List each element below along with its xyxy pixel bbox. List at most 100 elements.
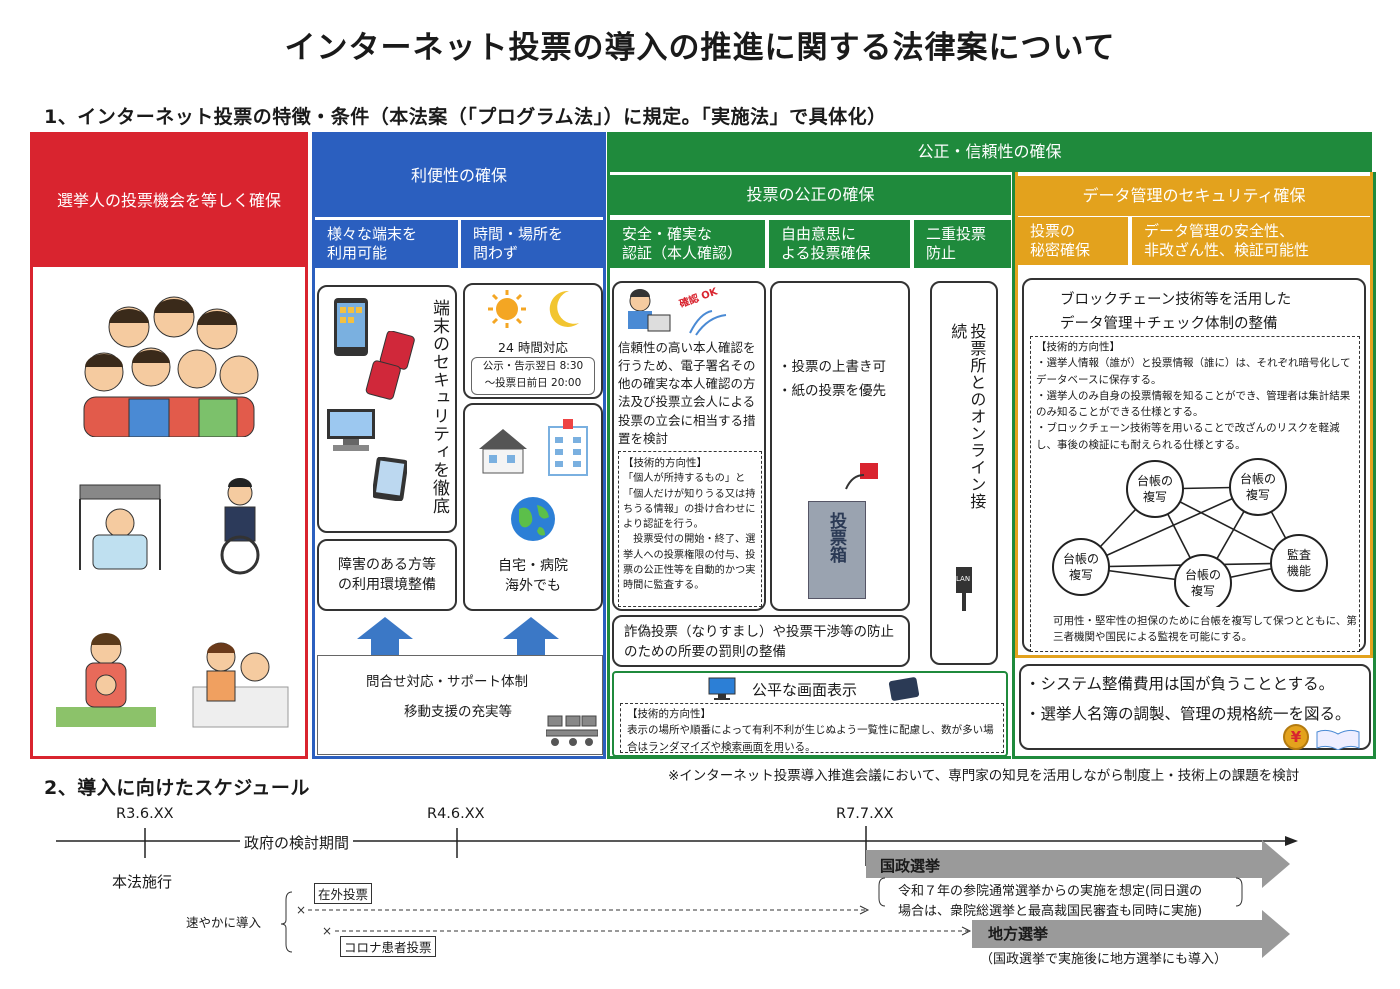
monitor-icon [708,677,736,700]
green-header-label: 投票の公正の確保 [746,184,875,204]
yellow-sub-secret-label: 投票の 秘密確保 [1030,221,1091,260]
overseas-cross-mark: × [296,903,306,917]
free-paper-priority: ・紙の投票を優先 [778,383,886,399]
hospital-bed-illustration [79,484,161,570]
date-r4: R4.6.XX [427,806,485,822]
national-note-line1: 令和７年の参院通常選挙からの実施を想定(同日選の [898,880,1203,899]
availability-text: 可用性・堅牢性の担保のために台帳を複写して保つとともに、第三者機関や国民による監… [1053,615,1357,644]
hours-line2: ～投票日前日 20:00 [484,376,582,389]
lan-cable-icon [956,567,972,611]
national-note-line2: 場合は、衆院総選挙と最高裁国民審査も同時に実施) [898,900,1203,919]
sun-icon [488,290,526,328]
green-sub-free-label: 自由意思に よる投票確保 [781,224,871,263]
auth-tech-text: 「個人が所持するもの」と「個人だけが知りうる又は持ちうる情報」の掛け合わせにより… [623,473,756,592]
yen-coin-icon: ¥ [1283,724,1309,750]
hours-panel: 24 時間対応 公示・告示翌日 8:30 ～投票日前日 20:00 [463,283,603,399]
ledger-node-2-line2: 複写 [1246,487,1270,502]
hours-line1: 公示・告示翌日 8:30 [482,360,584,372]
blue-sub-devices-label: 様々な端末を 利用可能 [327,224,418,263]
parent-child-illustration [56,633,156,727]
covid-vote-label: コロナ患者投票 [340,936,436,957]
yellow-header-label: データ管理のセキュリティ確保 [1082,185,1306,205]
local-election-label: 地方選挙 [988,925,1049,943]
auth-panel: 確認 OK 信頼性の高い本人確認を行うため、電子署名その他の確実な本人確認の方法… [612,281,766,611]
yellow-sub-data: データ管理の安全性、 非改ざん性、検証可能性 [1132,217,1370,265]
tablet-icon [373,457,407,501]
local-note: （国政選挙で実施後に地方選挙にも導入） [980,952,1228,967]
flip-phone-icon [365,331,415,400]
fair-tech-box: 【技術的方向性】 表示の場所や順番によって有利不利が生じぬよう一覧性に配慮し、数… [620,703,1004,753]
fairness-banner-label: 公正・信頼性の確保 [917,141,1062,161]
sound-wave-icon [689,310,727,336]
hand-ballot-icon [845,463,878,490]
enactment-label: 本法施行 [112,873,173,891]
ledger-node-4-line2: 複写 [1191,583,1215,598]
green-sub-auth: 安全・確実な 認証（本人確認） [610,220,765,268]
quick-intro-label: 速やかに導入 [186,915,262,930]
hours-range-box: 公示・告示翌日 8:30 ～投票日前日 20:00 [471,357,595,395]
blockchain-tech-box: 【技術的方向性】 ・選挙人情報（誰が）と投票情報（誰に）は、それぞれ暗号化してデ… [1030,336,1360,652]
cost-line1: ・システム整備費用は国が負うこととする。 [1025,675,1335,693]
yellow-header: データ管理のセキュリティ確保 [1018,176,1370,216]
section-1-heading: 1、インターネット投票の特徴・条件（本法案（「プログラム法」）に規定。「実施法」… [44,106,887,128]
audit-node-line2: 機能 [1287,563,1311,578]
fair-display-panel: 公平な画面表示 【技術的方向性】 表示の場所や順番によって有利不利が生じぬよう一… [612,671,1008,757]
moon-icon [549,290,579,327]
cost-line2: ・選挙人名簿の調製、管理の規格統一を図る。 [1025,705,1351,723]
ledger-node-1-line1: 台帳の [1137,473,1173,488]
blue-sub-devices: 様々な端末を 利用可能 [315,220,458,268]
red-header: 選挙人の投票機会を等しく確保 [33,135,305,267]
open-book-icon [1316,729,1360,750]
lan-label: LAN [956,575,971,583]
green-sub-free: 自由意思に よる投票確保 [769,220,910,268]
overseas-vote-label: 在外投票 [314,883,373,904]
ledger-node-2-line1: 台帳の [1240,471,1276,486]
blockchain-panel: ブロックチェーン技術等を活用した データ管理＋チェック体制の整備 【技術的方向性… [1022,278,1366,652]
blockchain-tech-item-2: ・選挙人のみ自身の投票情報を知ることができ、管理者は集計結果のみ知ることができる… [1036,389,1351,419]
support-line2: 移動支援の充実等 [404,704,512,720]
schedule-timeline: × × [56,826,1298,958]
blue-sub-anywhere: 時間・場所を 問わず [461,220,603,268]
green-sub-double: 二重投票 防止 [914,220,1011,268]
blue-sub-anywhere-label: 時間・場所を 問わず [473,224,564,263]
smartphone-icon [334,298,368,356]
voter-pc-icon [628,289,671,332]
crowd-illustration [83,296,259,437]
auth-tech-label: 【技術的方向性】 [623,457,707,469]
ballot-box-label: 投票箱 [826,512,846,563]
yellow-inner: データ管理のセキュリティ確保 投票の 秘密確保 データ管理の安全性、 非改ざん性… [1015,172,1373,658]
ledger-node-1-line2: 複写 [1143,489,1167,504]
footnote: ※インターネット投票導入推進会議において、専門家の知見を活用しながら制度上・技術… [668,768,1300,784]
ledger-node-3-line2: 複写 [1069,567,1093,582]
free-will-panel: ・投票の上書き可 ・紙の投票を優先 投票箱 [770,281,910,611]
blue-column: 利便性の確保 様々な端末を 利用可能 時間・場所を 問わず 端末のセキュリティを… [312,132,606,759]
globe-icon [511,497,555,541]
device-panel: 端末のセキュリティを徹底 [317,285,457,533]
blue-header: 利便性の確保 [315,135,603,217]
disabled-access-panel: 障害のある方等 の利用環境整備 [317,539,457,611]
page-title: インターネット投票の導入の推進に関する法律案について [284,30,1116,66]
red-column: 選挙人の投票機会を等しく確保 [30,132,308,759]
cost-panel: ・システム整備費用は国が負うこととする。 ・選挙人名簿の調製、管理の規格統一を図… [1019,664,1371,750]
location-panel: 自宅・病院 海外でも [463,403,603,611]
review-period-label: 政府の検討期間 [240,832,354,853]
hospital-icon [548,419,588,476]
red-header-label: 選挙人の投票機会を等しく確保 [56,190,281,210]
auth-text: 信頼性の高い本人確認を行うため、電子署名その他の確実な本人確認の方法及び投票立会… [618,340,756,446]
blue-header-label: 利便性の確保 [410,165,507,185]
call-center-icon [546,715,598,746]
date-r3: R3.6.XX [116,806,174,822]
section-2-heading: 2、導入に向けたスケジュール [44,777,310,799]
yellow-sub-data-label: データ管理の安全性、 非改ざん性、検証可能性 [1144,221,1310,260]
tablet-icon [888,677,920,701]
green-sub-auth-label: 安全・確実な 認証（本人確認） [622,224,743,263]
house-icon [479,429,527,474]
blockchain-title-1: ブロックチェーン技術等を活用した [1060,292,1292,308]
yellow-column: データ管理のセキュリティ確保 投票の 秘密確保 データ管理の安全性、 非改ざん性… [1012,172,1376,759]
ballot-box-icon: 投票箱 [808,501,866,599]
penalty-text: 詐偽投票（なりすまし）や投票干渉等の防止のための所要の罰則の整備 [624,624,894,660]
caregiver-illustration [192,642,289,728]
online-panel: 投票所とのオンライン接続 LAN [930,281,998,665]
green-column: 投票の公正の確保 安全・確実な 認証（本人確認） 自由意思に よる投票確保 二重… [607,132,1011,759]
